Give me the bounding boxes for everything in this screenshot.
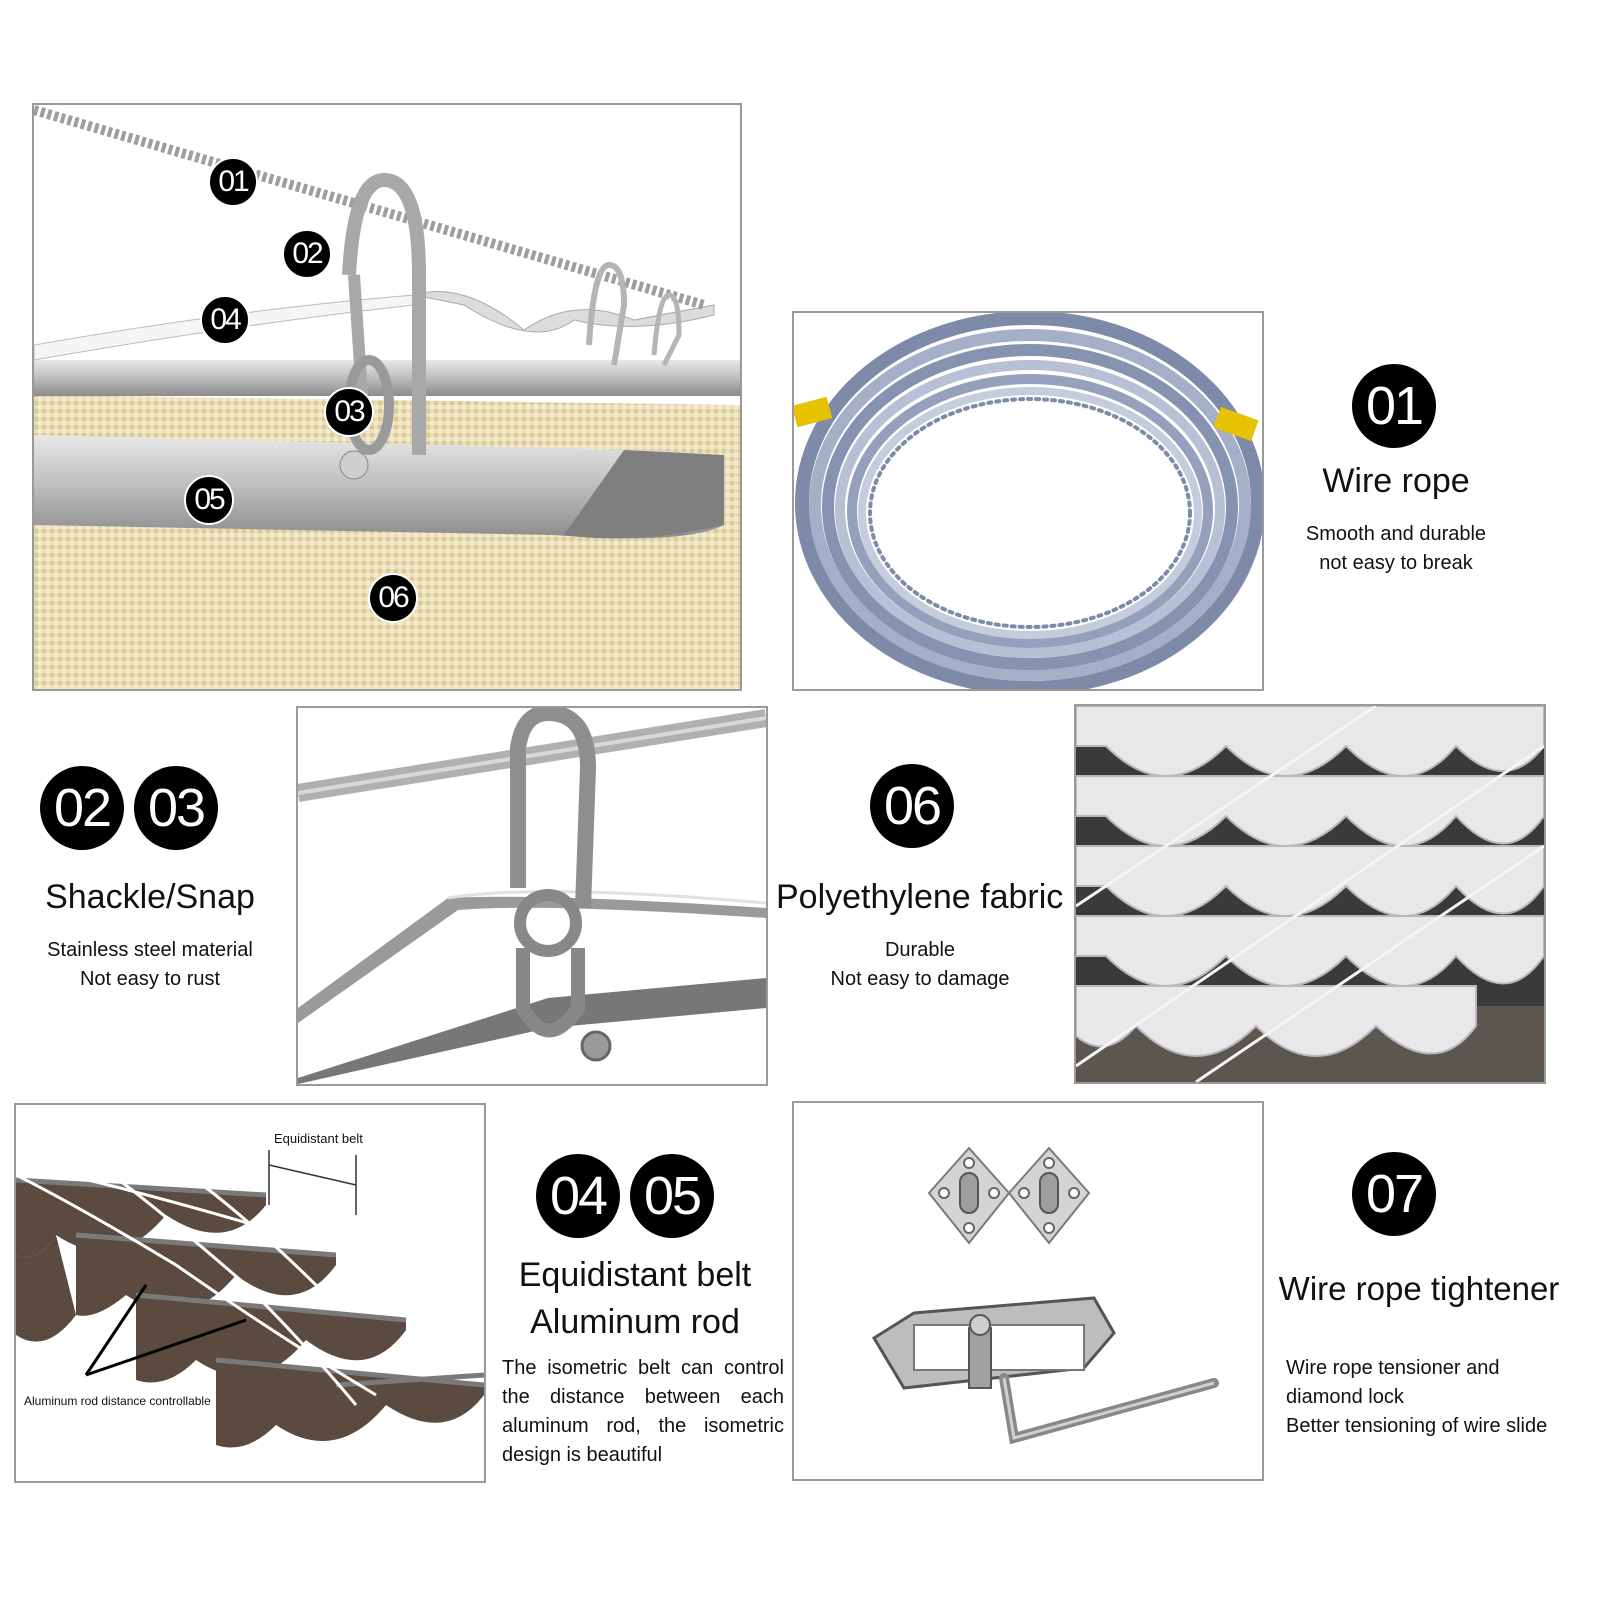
feature-02-badge: 02: [40, 766, 124, 850]
fabric-canopy-image: [1074, 704, 1546, 1084]
belt-rod-title-line1: Equidistant belt: [518, 1256, 752, 1294]
wire-rope-desc-line1: Smooth and durable: [1305, 523, 1487, 545]
callout-06-badge: 06: [368, 573, 418, 623]
feature-05-badge: 05: [630, 1154, 714, 1238]
belt-rod-desc: The isometric belt can control the dista…: [502, 1357, 784, 1466]
assembly-closeup-image: 01 02 04 03 05 06: [32, 103, 742, 691]
callout-03-badge: 03: [324, 387, 374, 437]
tightener-image: [792, 1101, 1264, 1481]
feature-01-badge: 01: [1352, 364, 1436, 448]
tightener-title: Wire rope tightener: [1278, 1270, 1560, 1307]
feature-03-badge: 03: [134, 766, 218, 850]
callout-01-badge: 01: [208, 157, 258, 207]
wire-rope-title: Wire rope: [1322, 462, 1470, 500]
shackle-snap-title: Shackle/Snap: [45, 878, 255, 916]
wire-rope-desc-line2: not easy to break: [1319, 552, 1473, 574]
shackle-snap-image: [296, 706, 768, 1086]
callout-05-badge: 05: [184, 475, 234, 525]
fabric-title: Polyethylene fabric: [776, 878, 1064, 916]
callout-04-badge: 04: [200, 295, 250, 345]
wire-rope-desc: Smooth and durable not easy to break: [1266, 520, 1526, 578]
fabric-desc: Durable Not easy to damage: [790, 936, 1050, 994]
belt-rod-diagram: Equidistant belt Aluminum rod distance c…: [14, 1103, 486, 1483]
shackle-snap-desc-line2: Not easy to rust: [79, 968, 221, 990]
tightener-desc-line1: Wire rope tensioner and diamond lock: [1286, 1357, 1500, 1408]
callout-02-badge: 02: [282, 229, 332, 279]
fabric-desc-line1: Durable: [884, 939, 956, 961]
wire-rope-coil-image: [792, 311, 1264, 691]
rod-distance-label: Aluminum rod distance controllable: [24, 1394, 211, 1408]
shackle-snap-desc-line1: Stainless steel material: [47, 939, 253, 961]
belt-rod-title: Equidistant belt Aluminum rod: [500, 1252, 770, 1346]
feature-04-badge: 04: [536, 1154, 620, 1238]
feature-07-badge: 07: [1352, 1152, 1436, 1236]
tightener-desc-line2: Better tensioning of wire slide: [1286, 1415, 1548, 1437]
belt-rod-title-line2: Aluminum rod: [530, 1303, 740, 1341]
tightener-desc: Wire rope tensioner and diamond lock Bet…: [1286, 1354, 1556, 1441]
shackle-snap-desc: Stainless steel material Not easy to rus…: [20, 936, 280, 994]
fabric-desc-line2: Not easy to damage: [830, 968, 1010, 990]
feature-06-badge: 06: [870, 764, 954, 848]
equidistant-belt-label: Equidistant belt: [274, 1131, 363, 1146]
